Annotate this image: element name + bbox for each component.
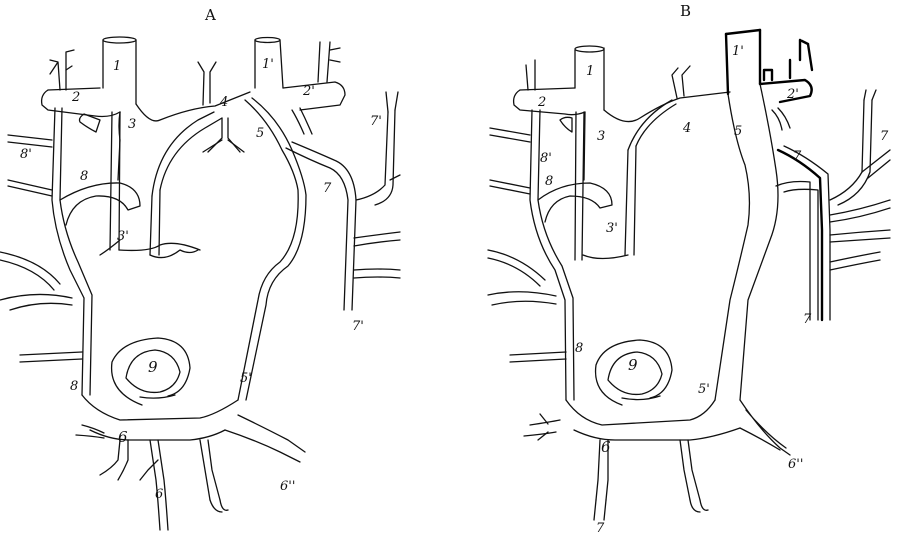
panel-a: A bbox=[0, 6, 400, 530]
panel-a-label-8-lower: 8 bbox=[70, 379, 78, 394]
panel-a-label-7p-bottom: 7' bbox=[352, 319, 364, 334]
panel-a-label-7: 7 bbox=[323, 181, 332, 196]
panel-a-label-6: 6 bbox=[118, 428, 128, 446]
panel-b-label-3p: 3' bbox=[606, 221, 618, 236]
panel-a-label-8: 8 bbox=[80, 169, 88, 184]
panel-b-label-8-lower: 8 bbox=[575, 341, 583, 356]
panel-a-label-9: 9 bbox=[148, 358, 158, 376]
panel-b-label-6pp: 6'' bbox=[788, 457, 803, 472]
panel-b-label-7c: 7 bbox=[803, 312, 812, 327]
panel-b-labels: 1 1' 2 2' 3 3' 4 5 5' 6 6'' 7 7 7 7 8 8'… bbox=[537, 44, 889, 536]
panel-b-label-1: 1 bbox=[586, 64, 594, 79]
panel-b-label-4: 4 bbox=[682, 121, 691, 136]
panel-a-label-8p: 8' bbox=[20, 147, 32, 162]
panel-a-vessel-3p bbox=[150, 112, 222, 258]
panel-b-label-5: 5 bbox=[734, 124, 742, 139]
panel-a-label-4: 4 bbox=[219, 95, 228, 110]
panel-b-lower bbox=[524, 340, 790, 520]
panel-a-label-7p: 7' bbox=[370, 114, 382, 129]
panel-a-label-5: 5 bbox=[256, 126, 264, 141]
panel-b-label-8p: 8' bbox=[540, 151, 552, 166]
panel-a-label-3: 3 bbox=[128, 117, 136, 132]
panel-b-label-2p: 2' bbox=[786, 87, 799, 102]
panel-b-left-vessels bbox=[488, 110, 628, 400]
panel-a-label-1p: 1' bbox=[262, 57, 274, 72]
panel-b-title: B bbox=[680, 2, 691, 20]
panel-a-upper-trunk bbox=[42, 37, 345, 180]
panel-a-label-5p: 5' bbox=[240, 371, 252, 386]
panel-a-title: A bbox=[204, 6, 216, 24]
panel-b-label-1p: 1' bbox=[732, 44, 744, 59]
panel-b-label-5p: 5' bbox=[698, 382, 710, 397]
panel-a-label-2p: 2' bbox=[302, 84, 315, 99]
panel-b-label-7b: 7 bbox=[880, 129, 889, 144]
panel-b-label-9: 9 bbox=[628, 356, 638, 374]
panel-b: B bbox=[488, 2, 890, 536]
panel-b-label-2: 2 bbox=[537, 95, 546, 110]
panel-a-lower bbox=[76, 338, 305, 530]
panel-b-label-3: 3 bbox=[597, 129, 605, 144]
panel-b-label-6: 6 bbox=[601, 438, 611, 456]
panel-b-label-7a: 7 bbox=[793, 149, 802, 164]
panel-a-label-6pp: 6'' bbox=[280, 479, 295, 494]
panel-a-label-2: 2 bbox=[71, 90, 80, 105]
panel-b-label-8: 8 bbox=[545, 174, 553, 189]
panel-a-label-3p: 3' bbox=[117, 229, 129, 244]
panel-a-label-1: 1 bbox=[113, 59, 121, 74]
panel-b-label-7d: 7 bbox=[596, 521, 605, 536]
panel-a-label-6p: 6' bbox=[155, 487, 167, 502]
panel-b-vessel-3p bbox=[625, 100, 676, 255]
